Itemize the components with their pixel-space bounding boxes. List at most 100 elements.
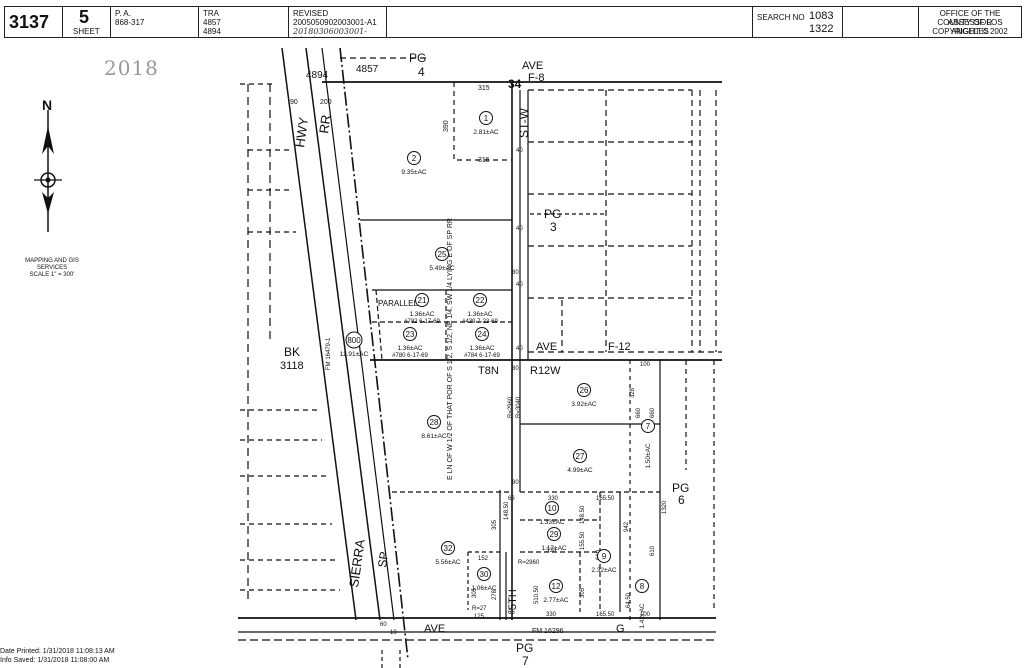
parcel-number: 7 <box>646 422 651 431</box>
n152: 152 <box>478 556 489 562</box>
parcel-number: 23 <box>406 330 415 339</box>
pa-value: 868-317 <box>115 18 145 27</box>
parcel-circle <box>475 327 489 341</box>
pa-label: P. A. <box>115 9 131 18</box>
n125: 125 <box>474 614 485 620</box>
pg6-b: 6 <box>678 493 685 507</box>
parcel-area: 1.36±AC <box>409 311 435 318</box>
parcel-number: 32 <box>444 544 453 553</box>
pg3-a: PG <box>544 207 561 221</box>
map-header: 3137 5 SHEET P. A. 868-317 TRA 4857 4894… <box>4 6 1022 38</box>
n80-b: 80 <box>512 366 519 372</box>
parcel-area: 8.61±AC <box>421 433 447 440</box>
fifth-st-label: 5TH <box>507 589 519 610</box>
n148a: 148.50 <box>504 501 510 520</box>
n100b: 100 <box>640 612 651 618</box>
parcel-number: 8 <box>640 582 645 591</box>
ave-g-a: AVE <box>424 623 445 635</box>
tra-cell: TRA 4857 4894 <box>199 7 289 37</box>
n660a: 660 <box>636 407 642 418</box>
parcel-number: 22 <box>476 296 485 305</box>
parcel-number: 1 <box>484 114 489 123</box>
search-value-1: 1083 <box>809 10 834 22</box>
parcel-area: 1.17±AC <box>541 545 567 552</box>
n510: 510.50 <box>534 585 540 604</box>
footer: Date Printed: 1/31/2018 11:08:13 AM Info… <box>0 647 115 665</box>
pg4-b: 4 <box>418 65 425 79</box>
parcel-area: 4.99±AC <box>567 467 593 474</box>
parcel-area: 2.32±AC <box>591 567 617 574</box>
parcel-marker: 263.92±AC <box>571 383 597 408</box>
parcel-note: #784 6-17-69 <box>464 353 500 359</box>
parcel-note: #780 6-17-69 <box>392 353 428 359</box>
n1320: 1320 <box>662 500 668 514</box>
parcel-marker: 25 5.49±AC <box>429 247 455 272</box>
rr-label: RR <box>316 114 333 135</box>
parcel-circle <box>549 579 563 593</box>
parcel-area: 3.92±AC <box>571 401 597 408</box>
parcel-marker: 71.50±AC <box>641 419 655 469</box>
revised-value: 2005050902003001-A1 <box>293 18 377 27</box>
parcel-marker: 23 1.36±AC#780 6-17-69 <box>392 327 429 359</box>
n60: 60 <box>380 622 387 628</box>
parcel-marker: 211.36±AC#782 6-17-69 <box>404 293 441 325</box>
parcel-circle <box>473 293 487 307</box>
parcel-circle <box>545 501 559 515</box>
tra-b: 4857 <box>356 64 379 75</box>
n80-a: 80 <box>512 270 519 276</box>
parcel-area: 1.42±AC <box>639 603 646 629</box>
ave-f12-a: AVE <box>536 341 557 353</box>
st-w-label: ST-W <box>517 107 531 138</box>
parcel-area: 1.36±AC <box>469 345 495 352</box>
parcel-marker: 24 1.36±AC#784 6-17-69 <box>464 327 501 359</box>
north-arrow-icon: N <box>34 97 62 232</box>
n315b: 315 <box>478 157 490 164</box>
n148b: 148.50 <box>580 505 586 524</box>
n305a: 305 <box>492 519 498 530</box>
n390: 390 <box>443 120 450 132</box>
parcel-area: 1.33±AC <box>539 519 565 526</box>
parcel-area: 5.49±AC <box>429 265 455 272</box>
parcel-area: 1.36±AC <box>467 311 493 318</box>
blank-cell <box>387 7 753 37</box>
parcel-circle <box>477 567 491 581</box>
parcel-circle <box>441 541 455 555</box>
office-line-3: COPYRIGHT © 2002 <box>932 27 1008 36</box>
n64: 64.50 <box>626 592 632 608</box>
parcel-number: 24 <box>478 330 487 339</box>
sierra-label: SIERRA <box>346 538 368 588</box>
n40-a: 40 <box>516 148 523 154</box>
mapping-line-3: SCALE 1" = 300' <box>29 272 75 278</box>
parcel-circle <box>547 527 561 541</box>
mapping-line-1: MAPPING AND GIS <box>25 258 79 264</box>
bk-b: 3118 <box>280 360 304 372</box>
n155: 155.50 <box>580 531 586 550</box>
parcel-number: 800 <box>347 336 361 345</box>
ave-f8-b: F-8 <box>528 72 545 84</box>
n40-b: 40 <box>516 226 523 232</box>
n165b: 165.50 <box>596 612 615 618</box>
parcel-number: 25 <box>438 250 447 259</box>
tra-label: TRA <box>203 9 219 18</box>
n660b: 660 <box>650 407 656 418</box>
ave-f8-a: AVE <box>522 60 543 72</box>
n100a: 100 <box>640 362 651 368</box>
parallel-label: PARALLEL <box>378 299 418 308</box>
n80-c: 80 <box>512 480 519 486</box>
office-cell: OFFICE OF THE ASSESSOR COUNTY OF LOS ANG… <box>919 7 1021 37</box>
parcel-area: 1.36±AC <box>397 345 423 352</box>
n40-d: 40 <box>516 346 523 352</box>
n315a: 315 <box>478 85 490 92</box>
book-number-cell: 3137 <box>5 7 63 37</box>
fm2-label: FM 16296 <box>532 628 564 635</box>
pa-cell: P. A. 868-317 <box>111 7 199 37</box>
n330a: 330 <box>548 496 559 502</box>
pg3-b: 3 <box>550 220 557 234</box>
bk-a: BK <box>284 345 300 359</box>
parcel-number: 21 <box>418 296 427 305</box>
book-number: 3137 <box>9 12 50 32</box>
legal-desc: E LN OF W 1/2 OF THAT POR OF S 1/2, S 1/… <box>447 218 454 480</box>
mapping-scale-text: MAPPING AND GIS SERVICES SCALE 1" = 300' <box>12 258 92 279</box>
